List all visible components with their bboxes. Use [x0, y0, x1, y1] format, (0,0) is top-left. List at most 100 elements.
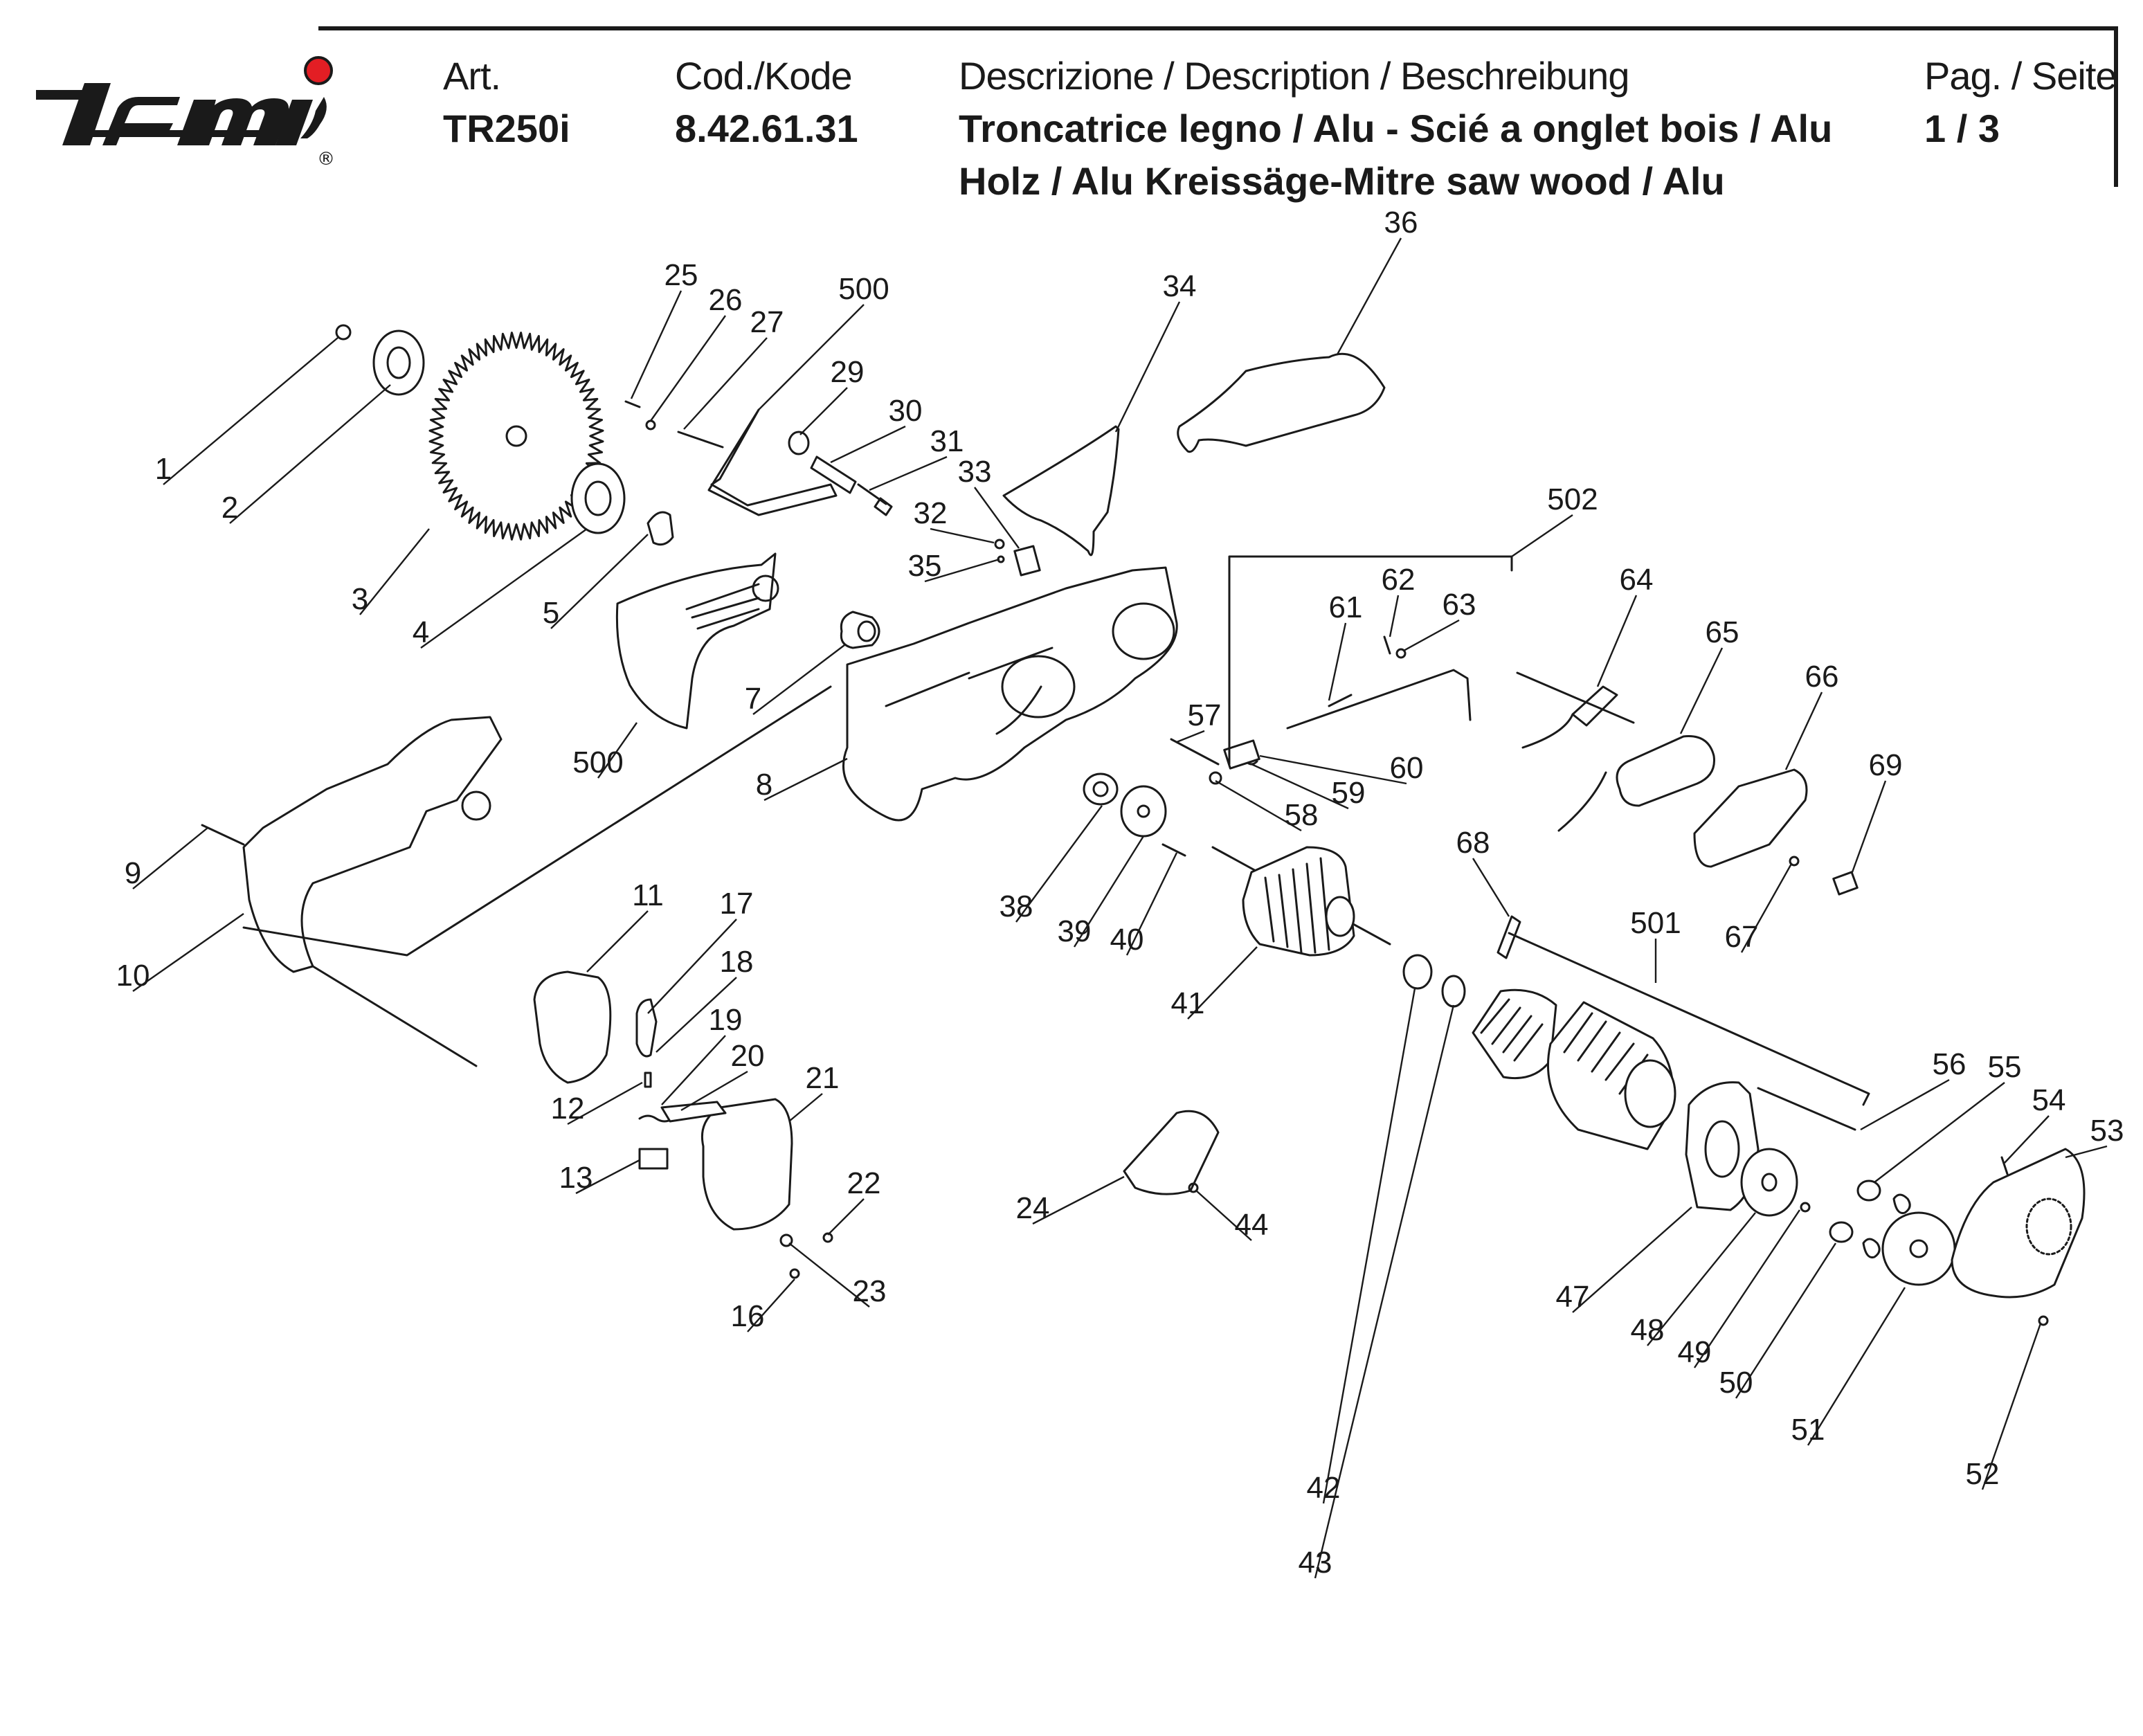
callout-19: 19 — [709, 1003, 743, 1037]
callout-48: 48 — [1631, 1313, 1665, 1347]
part-501-stator — [1472, 988, 1676, 1150]
callout-61: 61 — [1329, 590, 1363, 624]
part-53-fan-cover — [1951, 1148, 2086, 1299]
registered-mark: ® — [317, 149, 335, 170]
leader-line-27 — [683, 337, 768, 430]
leader-line-36 — [1336, 237, 1402, 355]
leader-line-10 — [132, 913, 244, 992]
leader-line-30 — [830, 425, 906, 464]
part-12-pin — [644, 1072, 652, 1088]
callout-502: 502 — [1547, 482, 1598, 516]
part-39-washer — [1120, 785, 1167, 838]
part-11-handle-half — [533, 970, 612, 1084]
callout-57: 57 — [1188, 698, 1222, 732]
part-4-inner-flange — [570, 462, 626, 534]
leader-line-8 — [763, 757, 848, 802]
callout-53: 53 — [2090, 1114, 2124, 1148]
part-54-screw — [2000, 1156, 2009, 1175]
callout-24: 24 — [1016, 1191, 1050, 1225]
callout-43: 43 — [1299, 1546, 1332, 1580]
part-26-washer — [645, 419, 656, 431]
leader-line-29 — [799, 387, 848, 435]
callout-501: 501 — [1630, 906, 1681, 940]
callout-59: 59 — [1332, 776, 1366, 810]
callout-30: 30 — [889, 394, 923, 428]
part-5-bracket — [646, 511, 674, 546]
callout-25: 25 — [664, 258, 698, 292]
leader-line-47 — [1572, 1206, 1692, 1313]
leader-line-41 — [1187, 946, 1258, 1020]
callout-26: 26 — [709, 283, 743, 317]
leader-line-18 — [655, 977, 737, 1053]
callout-41: 41 — [1171, 986, 1205, 1020]
leader-line-65 — [1679, 647, 1724, 734]
leader-line-48 — [1647, 1212, 1756, 1346]
article-value: TR250i — [443, 107, 570, 150]
callout-27: 27 — [750, 305, 784, 339]
part-500-blade-guard — [615, 552, 777, 730]
part-34-upper-guard — [1002, 425, 1120, 557]
callout-58: 58 — [1285, 798, 1319, 832]
callout-62: 62 — [1382, 563, 1416, 597]
leader-line-5 — [550, 534, 649, 629]
callout-23: 23 — [853, 1274, 887, 1308]
leader-line-22 — [827, 1198, 865, 1236]
callout-49: 49 — [1678, 1335, 1712, 1369]
leader-line-53 — [2065, 1145, 2108, 1159]
leader-line-13 — [575, 1159, 640, 1195]
part-24-cable-clamp — [1123, 1110, 1220, 1195]
logo-red-dot — [304, 56, 333, 85]
bracket-502 — [1228, 555, 1513, 766]
part-58-washer — [1209, 771, 1222, 785]
callout-68: 68 — [1456, 826, 1490, 860]
leader-line-49 — [1694, 1209, 1800, 1368]
leader-line-4 — [420, 528, 588, 649]
leader-line-23 — [788, 1242, 870, 1308]
part-19-spring — [638, 1114, 674, 1123]
part-25-screw — [624, 400, 641, 408]
part-33-plate — [1013, 545, 1041, 577]
callout-47: 47 — [1556, 1280, 1590, 1314]
callout-9: 9 — [125, 856, 141, 890]
part-43-ring — [1441, 975, 1466, 1008]
callout-3: 3 — [352, 582, 368, 616]
part-69-clip — [1832, 871, 1859, 896]
leader-line-7 — [752, 644, 845, 715]
part-65-capacitor — [1616, 735, 1715, 807]
part-21-handle-half — [700, 1098, 793, 1231]
callout-51: 51 — [1791, 1413, 1825, 1447]
part-47-end-shield — [1685, 1081, 1760, 1211]
leader-line-33 — [974, 487, 1020, 549]
leader-line-9 — [132, 827, 208, 889]
leader-line-56 — [1860, 1078, 1950, 1131]
callout-34: 34 — [1163, 269, 1197, 303]
callout-33: 33 — [958, 455, 992, 489]
leader-line-43 — [1314, 1004, 1455, 1579]
callout-29: 29 — [831, 355, 865, 389]
part-67-screw — [1789, 856, 1800, 867]
header-description: Descrizione / Description / Beschreibung… — [959, 50, 1832, 208]
leader-line-32 — [930, 527, 995, 544]
code-label: Cod./Kode — [675, 54, 853, 98]
callout-1: 1 — [155, 452, 172, 486]
callout-39: 39 — [1058, 914, 1092, 948]
leader-line-42 — [1322, 988, 1416, 1504]
leader-line-1 — [163, 337, 338, 485]
part-40-screw — [1161, 843, 1186, 857]
description-line-1: Troncatrice legno / Alu - Scié a onglet … — [959, 107, 1833, 150]
callout-69: 69 — [1869, 748, 1903, 782]
part-29-bushing — [788, 431, 810, 455]
callout-44: 44 — [1235, 1208, 1269, 1242]
part-60-switch — [1223, 739, 1260, 770]
callout-40: 40 — [1110, 923, 1144, 957]
leader-line-24 — [1032, 1175, 1125, 1225]
callout-35: 35 — [908, 549, 942, 583]
callout-5: 5 — [543, 596, 559, 630]
part-61-rod — [1286, 669, 1472, 730]
leader-line-17 — [647, 919, 737, 1014]
part-38-bearing — [1083, 772, 1119, 806]
part-68-brush — [1497, 915, 1521, 959]
leader-line-39 — [1073, 835, 1145, 948]
callout-67: 67 — [1725, 920, 1759, 954]
leader-line-64 — [1596, 595, 1638, 687]
